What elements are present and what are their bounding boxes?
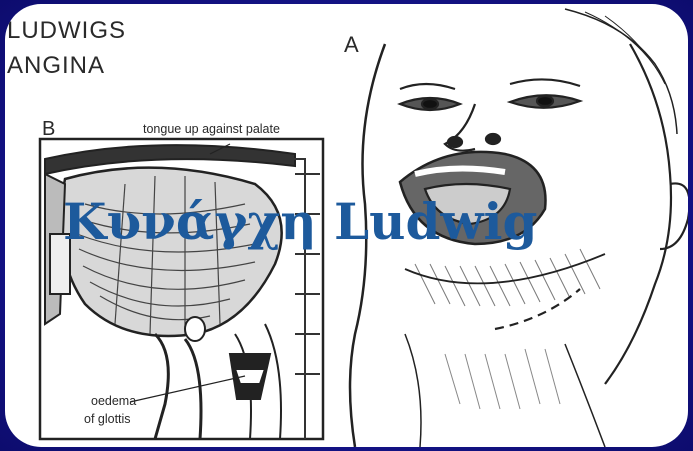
slide-title: Κυνάγχη Ludwig [63,192,537,251]
panel-b-label: B [42,118,56,141]
figure-panel: LUDWIGS ANGINA A B tongue up against pal… [5,4,688,447]
oedema-label-line2: of glottis [84,412,131,426]
panel-a-label: A [344,32,360,58]
tongue-label: tongue up against palate [143,122,280,136]
sagittal-section-drawing [40,139,323,439]
figure-heading-line2: ANGINA [7,52,105,80]
figure-heading-line1: LUDWIGS [7,17,126,45]
oedema-label-line1: oedema [91,394,136,408]
